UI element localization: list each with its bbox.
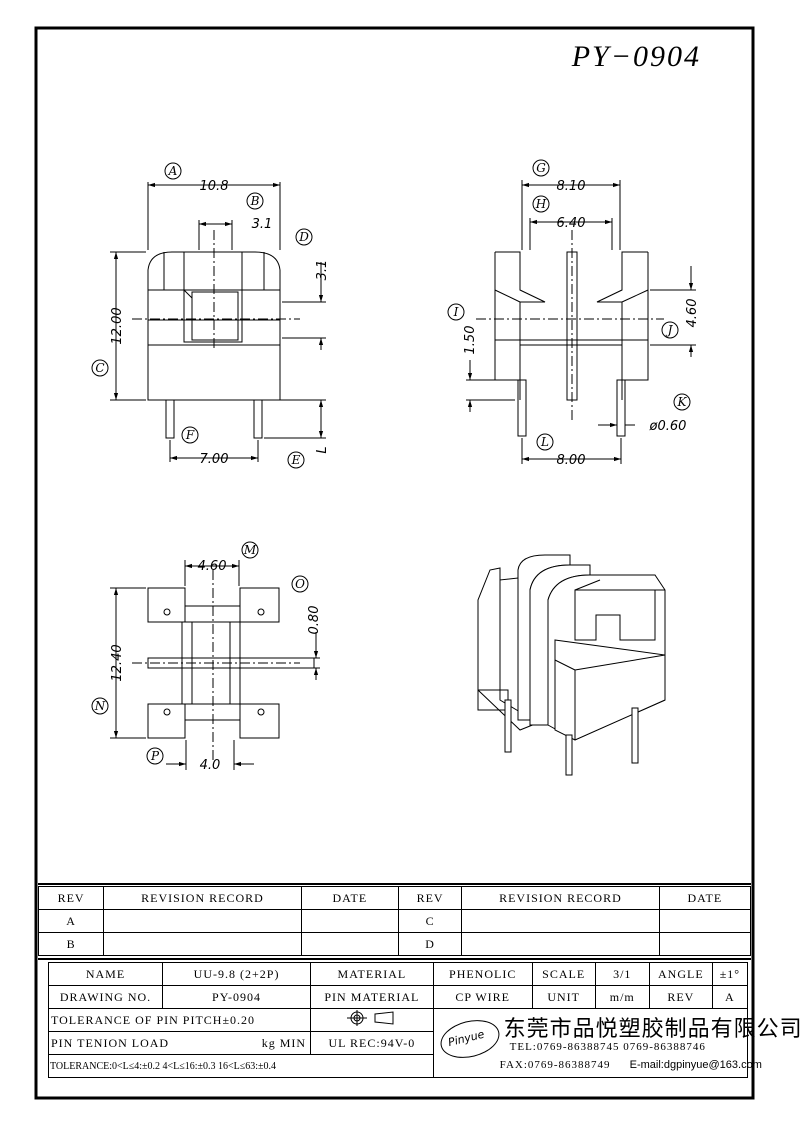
dim-e: L	[315, 446, 330, 453]
dim-p: 4.0	[200, 758, 221, 773]
dim-f: 7.00	[200, 452, 229, 467]
date-header-2: DATE	[658, 886, 752, 910]
dim-j: 4.60	[685, 299, 700, 328]
company-email: E-mail:dgpinyue@163.com	[629, 1059, 762, 1071]
dim-a: 10.8	[200, 179, 229, 194]
pin-tension-unit: kg MIN	[261, 1035, 307, 1050]
label-C: C	[95, 361, 104, 375]
scale-label: SCALE	[531, 962, 596, 986]
dim-h: 6.40	[557, 216, 586, 231]
pin-material-label: PIN MATERIAL	[310, 985, 434, 1009]
side-view-labels: G 8.10 H 6.40 I 1.50 J 4.60 K ø0.60 L 8.…	[447, 159, 700, 468]
label-L: L	[540, 435, 549, 449]
label-O: O	[295, 577, 305, 591]
part-number: PY−0904	[571, 40, 701, 73]
label-B: B	[250, 194, 260, 208]
dim-n: 12.40	[110, 644, 125, 681]
dim-i: 1.50	[463, 326, 478, 355]
sheet-border	[34, 26, 755, 1100]
angle-label: ANGLE	[648, 962, 713, 986]
dim-l: 8.00	[557, 453, 586, 468]
dim-d: 3.1	[315, 260, 330, 281]
label-D: D	[298, 230, 309, 244]
rev-C: C	[397, 909, 463, 933]
top-view	[110, 560, 320, 770]
pin-tension-cell: PIN TENION LOAD kg MIN	[47, 1031, 312, 1055]
company-fax: FAX:0769-86388749	[499, 1059, 611, 1071]
dim-b: 3.1	[252, 217, 273, 232]
label-P: P	[150, 749, 160, 763]
rev-header-2: REV	[397, 886, 463, 910]
isometric-view	[477, 554, 666, 776]
dim-c: 12.00	[110, 307, 125, 344]
label-K: K	[677, 395, 688, 409]
front-view-labels: A 10.8 B 3.1 D 3.1 C 12.00 F 7.00 E L	[91, 162, 330, 469]
rev-header: REV	[37, 886, 105, 910]
angle-value: ±1°	[711, 962, 749, 986]
label-A: A	[168, 164, 178, 178]
unit-value: m/m	[594, 985, 650, 1009]
pin-pitch-tolerance: TOLERANCE OF PIN PITCH±0.20	[47, 1008, 312, 1032]
ul-rating: UL REC:94V-0	[310, 1031, 434, 1055]
pin-material-value: CP WIRE	[432, 985, 533, 1009]
rev-value: A	[711, 985, 749, 1009]
rev-A: A	[37, 909, 105, 933]
drawing-no-value: PY-0904	[161, 985, 312, 1009]
label-E: E	[291, 453, 301, 467]
date-header: DATE	[300, 886, 399, 910]
record-header-2: REVISION RECORD	[461, 886, 660, 910]
company-logo: Pinyue	[436, 1014, 504, 1064]
pin-tension-label: PIN TENION LOAD	[51, 1035, 170, 1050]
record-header: REVISION RECORD	[103, 886, 302, 910]
title-block: NAME UU-9.8 (2+2P) MATERIAL PHENOLIC SCA…	[47, 962, 802, 1078]
rev-D: D	[397, 932, 463, 956]
name-value: UU-9.8 (2+2P)	[161, 962, 312, 986]
rev-B: B	[37, 932, 105, 956]
dim-k: ø0.60	[649, 419, 687, 434]
name-label: NAME	[48, 962, 163, 986]
company-name: 东莞市品悦塑胶制品有限公司	[503, 1017, 803, 1042]
side-view	[466, 180, 696, 464]
label-J: J	[665, 323, 674, 337]
label-I: I	[453, 305, 459, 319]
top-view-labels: M 4.60 O 0.80 N 12.40 P 4.0	[91, 541, 322, 773]
company-tel: TEL:0769-86388745 0769-86388746	[509, 1041, 706, 1053]
projection-icon	[346, 1010, 394, 1026]
dim-m: 4.60	[198, 559, 227, 574]
label-M: M	[243, 543, 257, 557]
revision-table: REV REVISION RECORD DATE REV REVISION RE…	[37, 886, 752, 956]
scale-value: 3/1	[594, 962, 650, 986]
drawing-no-label: DRAWING NO.	[48, 985, 163, 1009]
front-view	[110, 182, 326, 462]
material-value: PHENOLIC	[432, 962, 533, 986]
material-label: MATERIAL	[310, 962, 434, 986]
dim-g: 8.10	[557, 179, 586, 194]
label-F: F	[185, 428, 195, 442]
label-N: N	[94, 699, 106, 713]
rev-label: REV	[648, 985, 713, 1009]
label-H: H	[535, 197, 547, 211]
tolerance-symbol	[310, 1008, 434, 1032]
company-block: Pinyue 东莞市品悦塑胶制品有限公司 TEL:0769-86388745 0…	[432, 1008, 802, 1078]
unit-label: UNIT	[531, 985, 596, 1009]
dim-o: 0.80	[307, 606, 322, 635]
general-tolerance: TOLERANCE:0<L≤4:±0.2 4<L≤16:±0.3 16<L≤63…	[48, 1054, 434, 1078]
label-G: G	[536, 161, 546, 175]
